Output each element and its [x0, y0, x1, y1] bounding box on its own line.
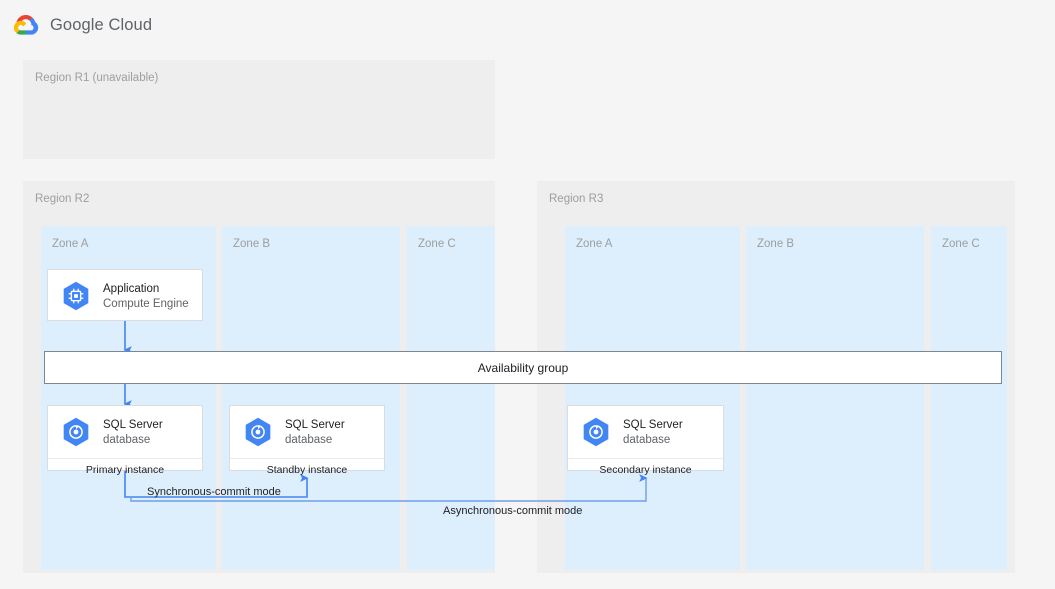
- zone-r2-a-label: Zone A: [52, 238, 89, 250]
- region-r1: Region R1 (unavailable): [23, 60, 495, 159]
- node-db-standby[interactable]: SQL Server database Standby instance: [229, 405, 385, 476]
- region-r1-label: Region R1 (unavailable): [35, 72, 159, 84]
- region-r2-label: Region R2: [35, 193, 90, 205]
- zone-r3-a: Zone A: [565, 226, 740, 570]
- google-cloud-logo-icon: [14, 14, 39, 35]
- app-header: Google Cloud: [14, 12, 152, 38]
- node-application[interactable]: Application Compute Engine: [47, 269, 203, 321]
- availability-group-label: Availability group: [477, 360, 569, 375]
- node-db-primary[interactable]: SQL Server database Primary instance: [47, 405, 203, 476]
- sql-server-database-icon: [245, 417, 271, 447]
- connector-label-asynchronous: Asynchronous-commit mode: [443, 505, 583, 517]
- node-application-subtitle: Compute Engine: [103, 297, 189, 310]
- node-db-primary-body: SQL Server database: [48, 406, 202, 458]
- zone-r2-c: Zone C: [407, 226, 495, 570]
- node-db-standby-body: SQL Server database: [230, 406, 384, 458]
- node-db-standby-footer: Standby instance: [230, 458, 384, 482]
- node-db-secondary-title: SQL Server: [623, 418, 683, 431]
- zone-r2-b: Zone B: [222, 226, 400, 570]
- node-db-standby-subtitle: database: [285, 433, 333, 446]
- node-db-primary-footer: Primary instance: [48, 458, 202, 482]
- zone-r3-c: Zone C: [931, 226, 1007, 570]
- zone-r2-c-label: Zone C: [418, 238, 456, 250]
- node-db-primary-title: SQL Server: [103, 418, 163, 431]
- node-db-primary-text: SQL Server database: [103, 418, 163, 447]
- availability-group-bar: Availability group: [44, 351, 1002, 384]
- node-db-standby-text: SQL Server database: [285, 418, 345, 447]
- zone-r2-b-label: Zone B: [233, 238, 271, 250]
- node-db-secondary-subtitle: database: [623, 433, 671, 446]
- node-db-secondary[interactable]: SQL Server database Secondary instance: [567, 405, 724, 476]
- node-db-primary-subtitle: database: [103, 433, 151, 446]
- sql-server-database-icon: [583, 417, 609, 447]
- node-db-standby-title: SQL Server: [285, 418, 345, 431]
- node-application-body: Application Compute Engine: [48, 270, 202, 322]
- node-db-secondary-footer: Secondary instance: [568, 458, 723, 482]
- node-application-title: Application: [103, 282, 160, 295]
- brand-title: Google Cloud: [50, 15, 153, 34]
- zone-r3-a-label: Zone A: [576, 238, 613, 250]
- compute-engine-icon: [63, 281, 89, 311]
- sql-server-database-icon: [63, 417, 89, 447]
- node-application-text: Application Compute Engine: [103, 282, 189, 311]
- zone-r3-b-label: Zone B: [757, 238, 795, 250]
- region-r3-label: Region R3: [549, 193, 604, 205]
- node-db-secondary-text: SQL Server database: [623, 418, 683, 447]
- zone-r3-c-label: Zone C: [942, 238, 980, 250]
- node-db-secondary-body: SQL Server database: [568, 406, 723, 458]
- connector-label-synchronous: Synchronous-commit mode: [147, 486, 281, 498]
- zone-r3-b: Zone B: [746, 226, 924, 570]
